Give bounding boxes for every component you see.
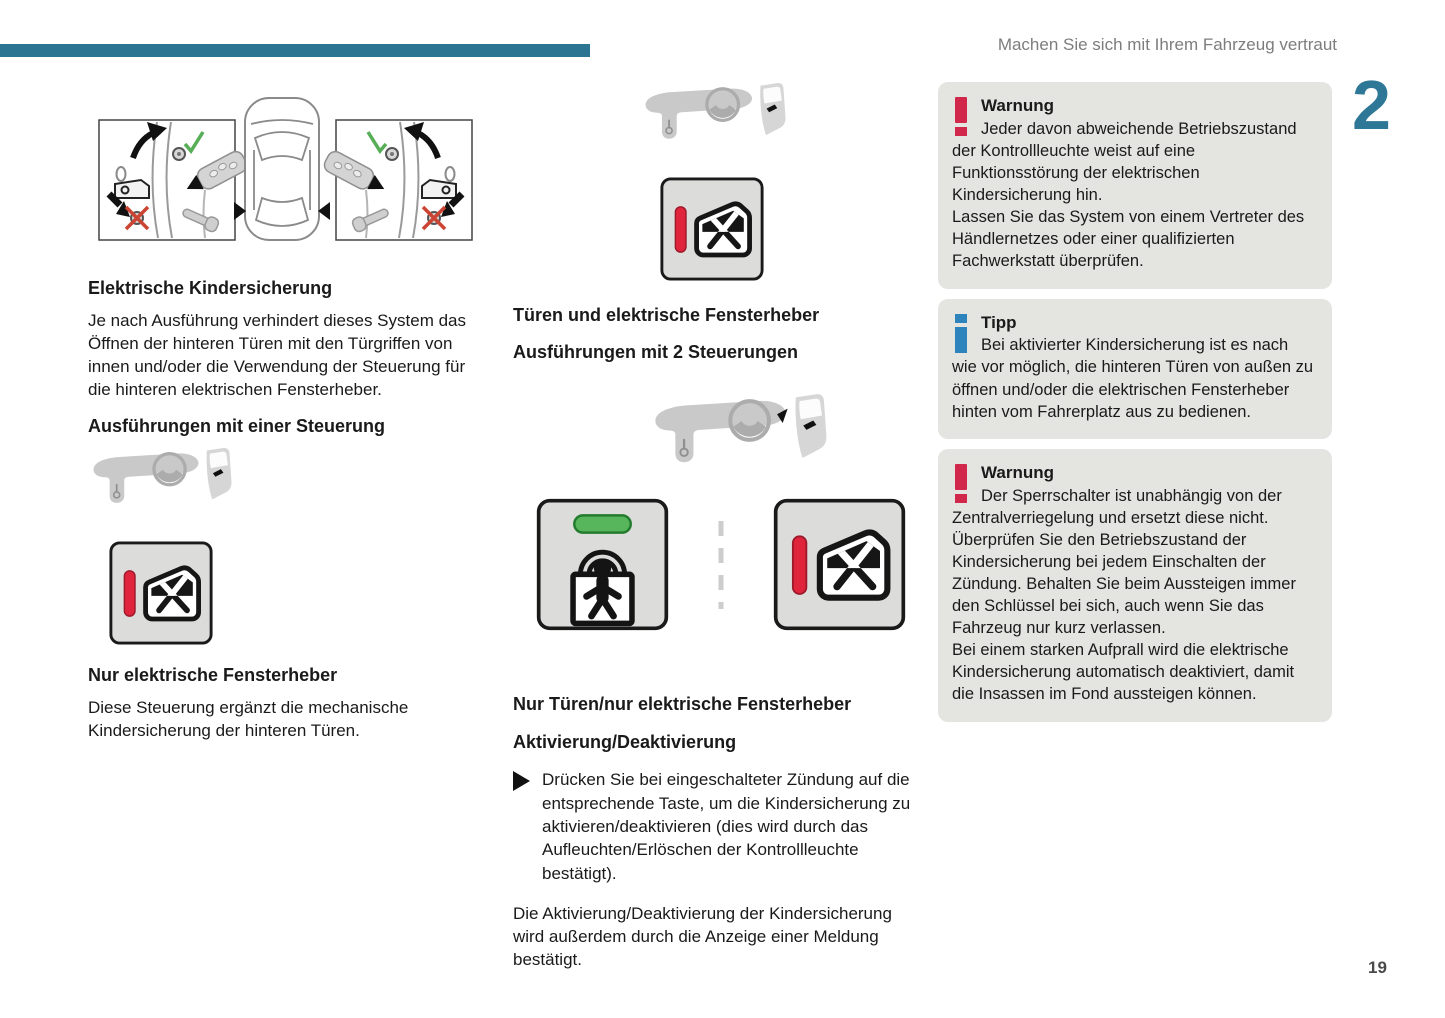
- callout-column: Warnung Jeder davon abweichende Betriebs…: [938, 82, 1332, 732]
- arrow-left-icon: [318, 202, 330, 220]
- windows-only-body: Diese Steuerung ergänzt die mechanische …: [88, 697, 409, 741]
- middle-column: Türen und elektrische Fensterheber Ausfü…: [513, 82, 911, 972]
- callout-body: Bei aktivierter Kindersicherung ist es n…: [952, 336, 1314, 421]
- page-number: 19: [1368, 958, 1387, 977]
- dashboard-door-illustration: [643, 82, 788, 141]
- callout-title: Warnung: [981, 96, 1055, 115]
- dashboard-door-illustration: [91, 447, 234, 505]
- activation-step: Drücken Sie bei eingeschalteter Zündung …: [513, 768, 911, 884]
- window-lock-button-icon: [772, 497, 907, 632]
- activation-step-text: Drücken Sie bei eingeschalteter Zündung …: [542, 770, 911, 883]
- button-pair: [535, 497, 907, 632]
- section-title-single-control: Ausführungen mit einer Steuerung: [88, 415, 386, 436]
- dashed-separator: [670, 517, 772, 613]
- key-in-childlock-slot-illustration: [88, 97, 478, 250]
- callout-title: Tipp: [981, 312, 1017, 332]
- warning-exclamation-icon: [955, 97, 968, 136]
- warning-box: Warnung Der Sperrschalter ist unabhängig…: [938, 448, 1332, 722]
- left-column: Elektrische Kindersicherung Je nach Ausf…: [88, 90, 478, 742]
- callout-title: Warnung: [981, 462, 1055, 482]
- section-title-activation: Aktivierung/Deaktivierung: [513, 731, 737, 752]
- child-lock-button-icon: [535, 497, 670, 632]
- arrow-right-icon: [234, 202, 246, 220]
- dashboard-door-illustration: [648, 393, 830, 471]
- chapter-number: 2: [1352, 66, 1391, 144]
- info-icon: [955, 313, 968, 353]
- chapter-accent-bar: [0, 44, 590, 57]
- callout-body: Jeder davon abweichende Betriebszustand …: [952, 119, 1305, 271]
- warning-box: Warnung Jeder davon abweichende Betriebs…: [938, 82, 1332, 289]
- callout-body: Der Sperrschalter ist unabhängig von der…: [952, 486, 1296, 704]
- section-title-doors-and-windows: Türen und elektrische Fensterheber: [513, 305, 820, 325]
- warning-exclamation-icon: [955, 463, 968, 503]
- tip-box: Tipp Bei aktivierter Kindersicherung ist…: [938, 298, 1332, 439]
- activation-note: Die Aktivierung/Deaktivierung der Kinder…: [513, 903, 892, 970]
- section-title-windows-only: Nur elektrische Fensterheber: [88, 665, 338, 686]
- section-title-doors-or-windows: Nur Türen/nur elektrische Fensterheber: [513, 694, 852, 715]
- window-lock-button-icon: [108, 540, 214, 646]
- electric-childlock-intro: Je nach Ausführung verhindert dieses Sys…: [88, 310, 466, 400]
- breadcrumb: Machen Sie sich mit Ihrem Fahrzeug vertr…: [997, 35, 1337, 54]
- window-lock-button-icon: [659, 176, 765, 282]
- step-arrow-icon: [513, 771, 530, 792]
- section-title-electric-childlock: Elektrische Kindersicherung: [88, 278, 333, 298]
- section-title-two-controls: Ausführungen mit 2 Steuerungen: [513, 341, 799, 362]
- car-top-view-icon: [244, 97, 320, 241]
